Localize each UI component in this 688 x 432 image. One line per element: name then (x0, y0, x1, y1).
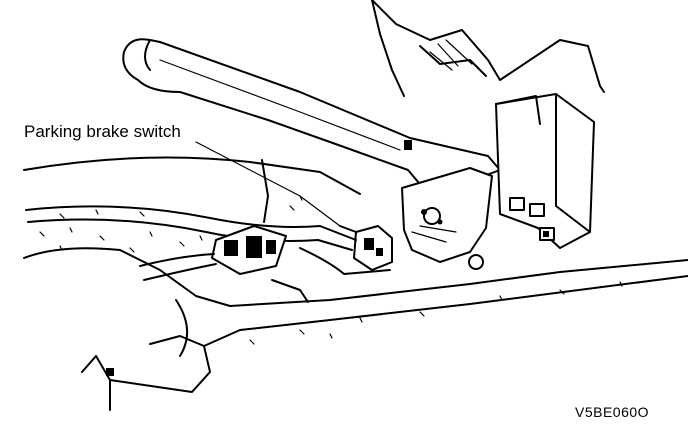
wire-connector (211, 225, 287, 275)
lever-base-plate (401, 167, 493, 263)
callout-leader-line (195, 141, 341, 227)
parking-brake-switch (339, 225, 393, 271)
console-cover (371, 0, 605, 93)
bracket-bolt-1 (509, 197, 525, 211)
base-plate-bolt (468, 254, 484, 270)
wiring-harness (25, 205, 357, 241)
lower-floor-tunnel (95, 335, 211, 393)
parking-brake-lever (122, 38, 501, 197)
floor-panel (23, 247, 688, 307)
bracket-bolt-2 (529, 203, 545, 217)
figure-code: V5BE060O (575, 404, 650, 420)
base-plate-hole (423, 207, 441, 225)
callout-label: Parking brake switch (24, 122, 181, 141)
lever-pivot-mark (404, 140, 412, 150)
